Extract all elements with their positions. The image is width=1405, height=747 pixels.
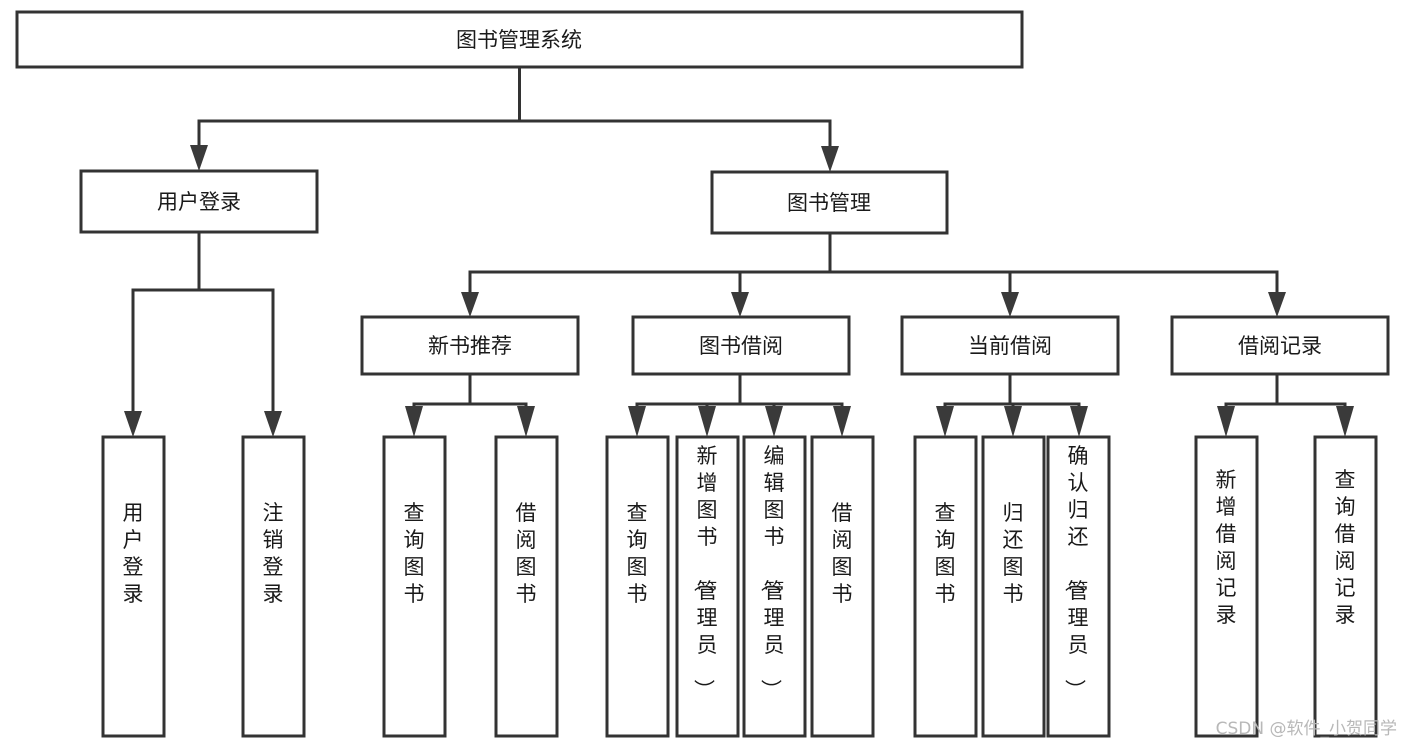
node-book-borrow-box[interactable] <box>631 315 851 376</box>
node-leaf-query-book-3-label: 查询图书 <box>935 501 956 606</box>
node-borrow-record-box[interactable] <box>1170 315 1390 376</box>
csdn-watermark: CSDN @软件_小贺同学 <box>1216 719 1397 739</box>
connector-group-new-book-recommend <box>405 372 535 437</box>
node-leaf-return-book[interactable]: 归还图书 <box>981 435 1046 738</box>
node-leaf-add-book-box[interactable] <box>675 435 740 738</box>
arrow-head-leaf-confirm-return <box>1070 406 1088 437</box>
connector-group-current-borrow <box>936 372 1088 437</box>
arrow-head-current-borrow <box>1001 292 1019 317</box>
arrow-head-leaf-query-book-1 <box>405 406 423 437</box>
node-current-borrow-label: 当前借阅 <box>968 334 1052 358</box>
node-book-management-label: 图书管理 <box>787 191 871 215</box>
connector-group-user-login <box>124 230 282 437</box>
arrow-head-user-login <box>190 145 208 171</box>
node-leaf-return-book-label: 归还图书 <box>1003 501 1024 606</box>
node-leaf-borrow-book-2-label: 借阅图书 <box>832 501 853 606</box>
node-leaf-query-record[interactable]: 查询借阅记录 <box>1313 435 1378 738</box>
arrow-head-leaf-query-record <box>1336 406 1354 437</box>
node-leaf-query-book-1[interactable]: 查询图书 <box>382 435 447 738</box>
node-book-management-box[interactable] <box>710 170 949 235</box>
node-leaf-user-login-box[interactable] <box>101 435 166 738</box>
arrow-head-leaf-edit-book <box>765 406 783 437</box>
node-leaf-logout-login-box[interactable] <box>241 435 306 738</box>
connector-group-book-management <box>461 231 1286 317</box>
node-leaf-confirm-return-label: 确认归还（管理员） <box>1063 444 1089 700</box>
node-book-borrow-label: 图书借阅 <box>699 334 783 358</box>
arrow-head-book-management <box>821 146 839 172</box>
arrow-head-leaf-logout-login <box>264 411 282 437</box>
node-leaf-edit-book[interactable]: 编辑图书（管理员） <box>742 435 807 738</box>
arrow-head-leaf-query-book-3 <box>936 406 954 437</box>
node-root[interactable]: 图书管理系统 <box>15 10 1024 69</box>
node-leaf-query-book-2-label: 查询图书 <box>627 501 648 606</box>
arrow-head-borrow-record <box>1268 292 1286 317</box>
node-leaf-query-book-1-label: 查询图书 <box>404 501 425 606</box>
node-user-login-label: 用户登录 <box>157 190 241 214</box>
node-leaf-user-login[interactable]: 用户登录 <box>101 435 166 738</box>
node-book-management[interactable]: 图书管理 <box>710 170 949 235</box>
node-leaf-add-book-label: 新增图书（管理员） <box>692 444 718 700</box>
node-leaf-user-login-label: 用户登录 <box>123 501 144 606</box>
node-leaf-add-record-label: 新增借阅记录 <box>1216 468 1237 627</box>
node-leaf-query-book-3[interactable]: 查询图书 <box>913 435 978 738</box>
node-leaf-query-record-box[interactable] <box>1313 435 1378 738</box>
connector-group-root <box>190 65 839 172</box>
node-borrow-record-label: 借阅记录 <box>1238 334 1322 358</box>
node-user-login-box[interactable] <box>79 169 319 234</box>
node-leaf-query-book-2-box[interactable] <box>605 435 670 738</box>
node-leaf-confirm-return-box[interactable] <box>1046 435 1111 738</box>
node-leaf-logout-login[interactable]: 注销登录 <box>241 435 306 738</box>
arrow-head-leaf-add-book <box>698 406 716 437</box>
arrow-head-leaf-query-book-2 <box>628 406 646 437</box>
node-leaf-add-record[interactable]: 新增借阅记录 <box>1194 435 1259 738</box>
node-leaf-add-record-box[interactable] <box>1194 435 1259 738</box>
node-borrow-record[interactable]: 借阅记录 <box>1170 315 1390 376</box>
arrow-head-leaf-user-login <box>124 411 142 437</box>
node-leaf-edit-book-box[interactable] <box>742 435 807 738</box>
node-leaf-edit-book-label: 编辑图书（管理员） <box>759 444 785 700</box>
node-leaf-query-book-3-box[interactable] <box>913 435 978 738</box>
node-leaf-return-book-box[interactable] <box>981 435 1046 738</box>
arrow-head-book-borrow <box>731 292 749 317</box>
node-new-book-recommend-box[interactable] <box>360 315 580 376</box>
node-leaf-borrow-book-1-label: 借阅图书 <box>516 501 537 606</box>
node-new-book-recommend[interactable]: 新书推荐 <box>360 315 580 376</box>
node-leaf-borrow-book-2-box[interactable] <box>810 435 875 738</box>
node-leaf-confirm-return[interactable]: 确认归还（管理员） <box>1046 435 1111 738</box>
node-leaf-query-book-1-box[interactable] <box>382 435 447 738</box>
node-leaf-query-record-label: 查询借阅记录 <box>1335 468 1356 627</box>
arrow-head-leaf-borrow-book-2 <box>833 406 851 437</box>
arrow-head-leaf-return-book <box>1004 406 1022 437</box>
node-user-login[interactable]: 用户登录 <box>79 169 319 234</box>
connector-group-book-borrow <box>628 372 851 437</box>
arrow-head-new-book-recommend <box>461 292 479 317</box>
node-leaf-borrow-book-1[interactable]: 借阅图书 <box>494 435 559 738</box>
node-leaf-logout-login-label: 注销登录 <box>263 501 284 606</box>
node-current-borrow[interactable]: 当前借阅 <box>900 315 1120 376</box>
node-leaf-borrow-book-1-box[interactable] <box>494 435 559 738</box>
node-book-borrow[interactable]: 图书借阅 <box>631 315 851 376</box>
node-leaf-query-book-2[interactable]: 查询图书 <box>605 435 670 738</box>
arrow-head-leaf-borrow-book-1 <box>517 406 535 437</box>
node-new-book-recommend-label: 新书推荐 <box>428 334 512 358</box>
node-leaf-borrow-book-2[interactable]: 借阅图书 <box>810 435 875 738</box>
node-current-borrow-box[interactable] <box>900 315 1120 376</box>
connector-group-borrow-record <box>1217 372 1354 437</box>
node-root-box[interactable] <box>15 10 1024 69</box>
arrow-head-leaf-add-record <box>1217 406 1235 437</box>
node-root-label: 图书管理系统 <box>456 28 582 52</box>
node-leaf-add-book[interactable]: 新增图书（管理员） <box>675 435 740 738</box>
